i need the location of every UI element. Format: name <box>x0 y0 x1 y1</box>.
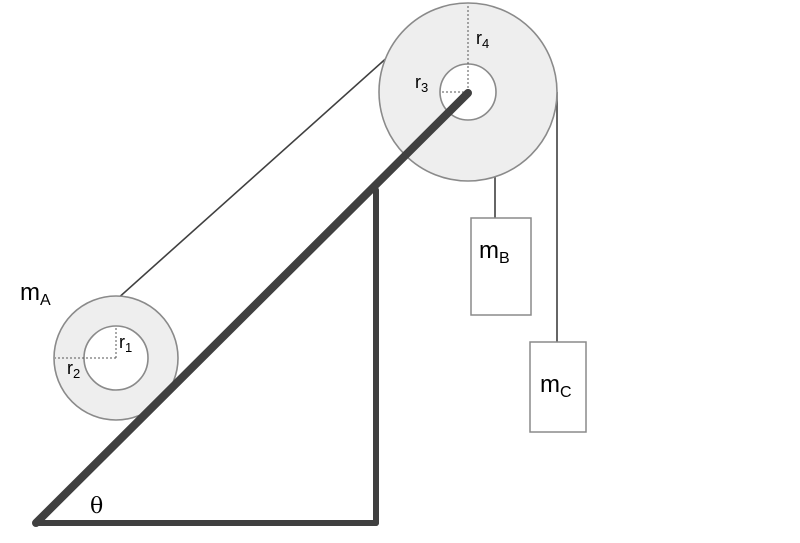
radius-r1-label: r1 <box>119 332 132 355</box>
rope-a-to-upper-pulley <box>115 45 401 301</box>
pulley-a <box>53 295 179 421</box>
radius-r4-label: r4 <box>476 28 489 51</box>
r1-symbol: r <box>119 332 125 352</box>
r3-subscript: 3 <box>421 80 428 95</box>
radius-r3-label: r3 <box>415 72 428 95</box>
angle-theta-label: θ <box>90 494 103 519</box>
r2-subscript: 2 <box>73 366 80 381</box>
mass-c-subscript: C <box>560 384 572 401</box>
mass-a-subscript: A <box>40 292 51 309</box>
mass-c-symbol: m <box>540 371 560 398</box>
r4-symbol: r <box>476 28 482 48</box>
r4-subscript: 4 <box>482 36 489 51</box>
incline-surface <box>32 89 472 527</box>
block-b <box>470 217 532 316</box>
block-c <box>529 341 587 433</box>
mass-b-subscript: B <box>499 250 510 267</box>
mass-c-label: mC <box>540 371 572 401</box>
mass-b-symbol: m <box>479 237 499 264</box>
incline-frame <box>32 89 472 527</box>
mass-a-label: mA <box>20 279 51 309</box>
radius-r2-label: r2 <box>67 358 80 381</box>
r3-symbol: r <box>415 72 421 92</box>
r2-symbol: r <box>67 358 73 378</box>
r1-subscript: 1 <box>125 340 132 355</box>
mass-b-label: mB <box>479 237 510 267</box>
mass-a-symbol: m <box>20 279 40 306</box>
